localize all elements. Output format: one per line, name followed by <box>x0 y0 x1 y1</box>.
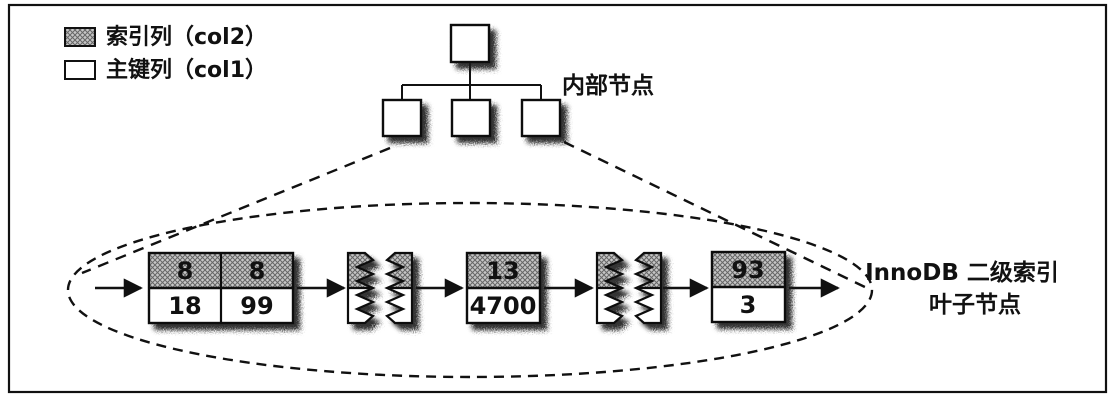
legend-label-index-column: 索引列（col2） <box>106 25 267 50</box>
leaf-node-1 <box>147 251 295 325</box>
leaf-node-2-index-row <box>467 253 540 288</box>
frame-border <box>7 3 1108 394</box>
magnifier-line-left <box>81 146 391 275</box>
internal-node-box-1 <box>381 98 423 138</box>
leaf-node-3-index-row <box>712 252 785 287</box>
index-value: 13 <box>486 257 519 285</box>
secondary-index-label-line1: InnoDB 二级索引 <box>865 259 1059 286</box>
leaf-node-2 <box>465 251 542 325</box>
index-value: 8 <box>249 257 266 285</box>
legend-swatch-pk-column <box>64 60 96 80</box>
index-value: 8 <box>177 257 194 285</box>
btree-internal-levels: 内部节点 <box>381 23 654 138</box>
magnifier-ellipse <box>66 201 874 379</box>
legend: 索引列（col2） 主键列（col1） <box>64 25 267 83</box>
pk-value: 3 <box>740 291 757 319</box>
index-value: 93 <box>731 256 764 284</box>
leaf-node-3 <box>710 250 787 324</box>
internal-node-box-3 <box>520 98 562 138</box>
leaf-level: 8 8 18 99 13 4700 93 3 <box>95 250 840 325</box>
secondary-index-label-line2: 叶子节点 <box>929 292 1021 318</box>
root-node-box <box>449 23 491 64</box>
pk-value: 4700 <box>470 292 537 320</box>
legend-swatch-index-column <box>64 27 96 47</box>
legend-label-pk-column: 主键列（col1） <box>106 57 267 83</box>
internal-node-box-2 <box>450 98 492 138</box>
pk-value: 99 <box>240 292 273 320</box>
internal-nodes-label: 内部节点 <box>562 72 654 99</box>
pk-value: 18 <box>168 292 201 320</box>
